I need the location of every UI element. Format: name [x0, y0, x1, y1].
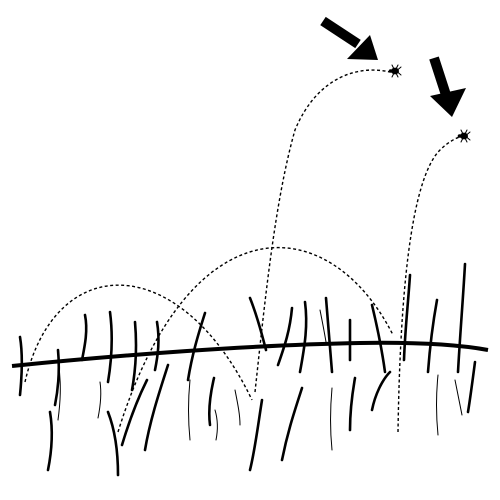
trajectory-right [397, 135, 463, 433]
arrow-down-right-icon [320, 16, 378, 60]
skin-surface-line [11, 340, 489, 368]
arrow-down-icon [429, 56, 466, 117]
tick-icon [457, 129, 471, 143]
jump-trajectories [24, 69, 463, 433]
hair-strands-thick [18, 262, 477, 477]
trajectory-short-left [24, 284, 253, 401]
trajectory-middle [117, 246, 394, 433]
tick-icon [388, 64, 402, 78]
trajectory-tall-left [254, 69, 391, 393]
hair-strands-thin [57, 309, 463, 451]
